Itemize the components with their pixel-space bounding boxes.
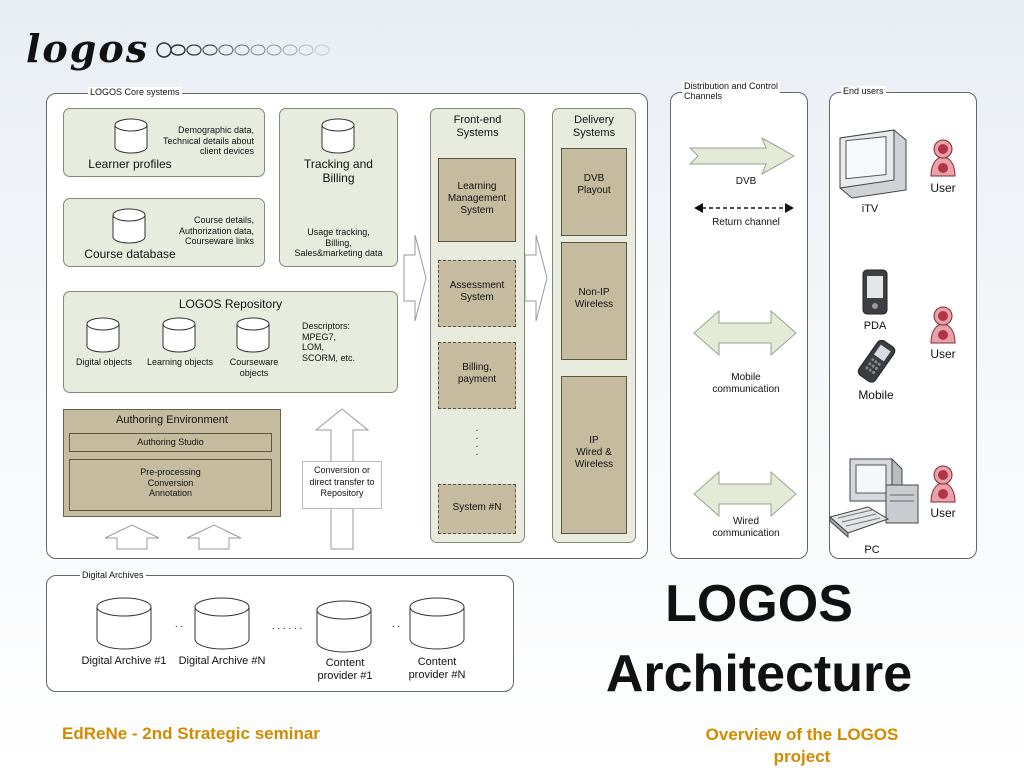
wired-communication-label: Wired communication [712, 516, 780, 539]
pda-label: PDA [863, 320, 887, 332]
pda-icon [862, 269, 888, 315]
archive-dots: . . [391, 619, 401, 630]
delivery-systems-box: Delivery Systems DVB Playout Non-IP Wire… [552, 108, 636, 543]
mobile-phone-icon [857, 340, 896, 383]
tracking-billing-box: Tracking and Billing Usage tracking, Bil… [279, 108, 398, 267]
database-icon [114, 118, 148, 154]
dvb-label: DVB [735, 176, 757, 187]
database-icon [162, 317, 196, 353]
delivery-systems-label: Delivery Systems [572, 114, 616, 139]
pc-computer-icon [828, 457, 919, 539]
preprocessing-box: Pre-processing Conversion Annotation [69, 459, 272, 511]
assessment-label: Assessment System [449, 280, 505, 303]
logo-text: logos [26, 26, 150, 71]
ip-wired-wireless-label: IP Wired & Wireless [574, 435, 614, 470]
archive-database-icon [316, 600, 372, 653]
conversion-label-box: Conversion or direct transfer to Reposit… [302, 461, 382, 509]
up-arrow-icon [186, 524, 242, 550]
right-arrow-icon [524, 234, 548, 322]
repository-item: Courseware objects [229, 357, 279, 378]
mobile-label: Mobile [858, 388, 894, 402]
authoring-environment-box: Authoring Environment Authoring Studio P… [63, 409, 281, 517]
non-ip-wireless-box: Non-IP Wireless [561, 242, 627, 360]
tracking-billing-note: Usage tracking, Billing, Sales&marketing… [294, 227, 383, 259]
frontend-systems-box: Front-end Systems Learning Management Sy… [430, 108, 525, 543]
ellipsis-vertical: .... [475, 423, 479, 458]
up-arrow-icon [104, 524, 160, 550]
authoring-environment-label: Authoring Environment [116, 414, 228, 426]
learner-profiles-label: Learner profiles [88, 157, 172, 171]
database-icon [86, 317, 120, 353]
learner-profiles-box: Learner profiles Demographic data, Techn… [63, 108, 265, 177]
return-channel-label: Return channel [712, 217, 780, 228]
system-n-label: System #N [452, 502, 502, 513]
ip-wired-wireless-box: IP Wired & Wireless [561, 376, 627, 534]
archive-dots: . . [174, 619, 184, 630]
user-label: User [930, 506, 956, 520]
repository-box: LOGOS Repository Digital objects Learnin… [63, 291, 398, 393]
repository-item: Digital objects [75, 357, 133, 367]
pc-label: PC [864, 544, 880, 556]
user-label: User [930, 181, 956, 195]
billing-payment-label: Billing, payment [457, 362, 497, 385]
lms-label: Learning Management System [447, 181, 507, 216]
footer-right: Overview of the LOGOS project [705, 725, 899, 766]
repository-descriptors: Descriptors: MPEG7, LOM, SCORM, etc. [302, 321, 356, 363]
archive-label: Content provider #N [408, 656, 466, 681]
core-systems-legend: LOGOS Core systems [88, 87, 182, 97]
wired-arrow-icon [693, 470, 797, 518]
repository-label: LOGOS Repository [178, 297, 283, 311]
dvb-playout-label: DVB Playout [577, 173, 611, 196]
course-database-note: Course details, Authorization data, Cour… [178, 215, 254, 247]
billing-payment-box: Billing, payment [438, 342, 516, 409]
itv-monitor-icon [839, 129, 907, 199]
repository-item: Learning objects [146, 357, 214, 367]
archive-label: Digital Archive #1 [81, 655, 167, 667]
preprocessing-label: Pre-processing Conversion Annotation [140, 467, 201, 499]
user-icon [930, 465, 956, 503]
tracking-billing-label: Tracking and Billing [304, 157, 373, 186]
dvb-playout-box: DVB Playout [561, 148, 627, 236]
user-icon [930, 306, 956, 344]
non-ip-wireless-label: Non-IP Wireless [574, 287, 614, 310]
lms-box: Learning Management System [438, 158, 516, 242]
database-icon [236, 317, 270, 353]
slide-title-line1: LOGOS [665, 575, 853, 633]
archive-dots: . . . . . . [271, 621, 303, 632]
itv-label: iTV [861, 203, 879, 215]
distribution-channels-legend: Distribution and Control Channels [682, 81, 781, 101]
course-database-label: Course database [84, 247, 176, 261]
logo-chain-icon [156, 42, 330, 58]
authoring-studio-box: Authoring Studio [69, 433, 272, 452]
conversion-label: Conversion or direct transfer to Reposit… [309, 465, 375, 499]
slide-title-line2: Architecture [605, 645, 913, 703]
archive-database-icon [194, 597, 250, 650]
system-n-box: System #N [438, 484, 516, 534]
database-icon [321, 118, 355, 154]
database-icon [112, 208, 146, 244]
footer-left: EdReNe - 2nd Strategic seminar [62, 724, 320, 743]
authoring-studio-label: Authoring Studio [137, 437, 204, 447]
frontend-systems-label: Front-end Systems [453, 114, 502, 139]
end-users-legend: End users [841, 86, 886, 96]
return-channel-arrow-icon [694, 203, 794, 213]
assessment-box: Assessment System [438, 260, 516, 327]
archive-label: Content provider #1 [317, 657, 373, 682]
dvb-arrow-icon [688, 136, 796, 176]
archive-database-icon [409, 597, 465, 650]
digital-archives-legend: Digital Archives [80, 570, 146, 580]
learner-profiles-note: Demographic data, Technical details abou… [162, 125, 254, 157]
logos-logo: logos [24, 26, 334, 75]
user-icon [930, 139, 956, 177]
archive-database-icon [96, 597, 152, 650]
mobile-arrow-icon [693, 309, 797, 357]
right-arrow-icon [403, 234, 427, 322]
mobile-communication-label: Mobile communication [712, 372, 780, 395]
archive-label: Digital Archive #N [178, 655, 266, 667]
course-database-box: Course database Course details, Authoriz… [63, 198, 265, 267]
user-label: User [930, 347, 956, 361]
